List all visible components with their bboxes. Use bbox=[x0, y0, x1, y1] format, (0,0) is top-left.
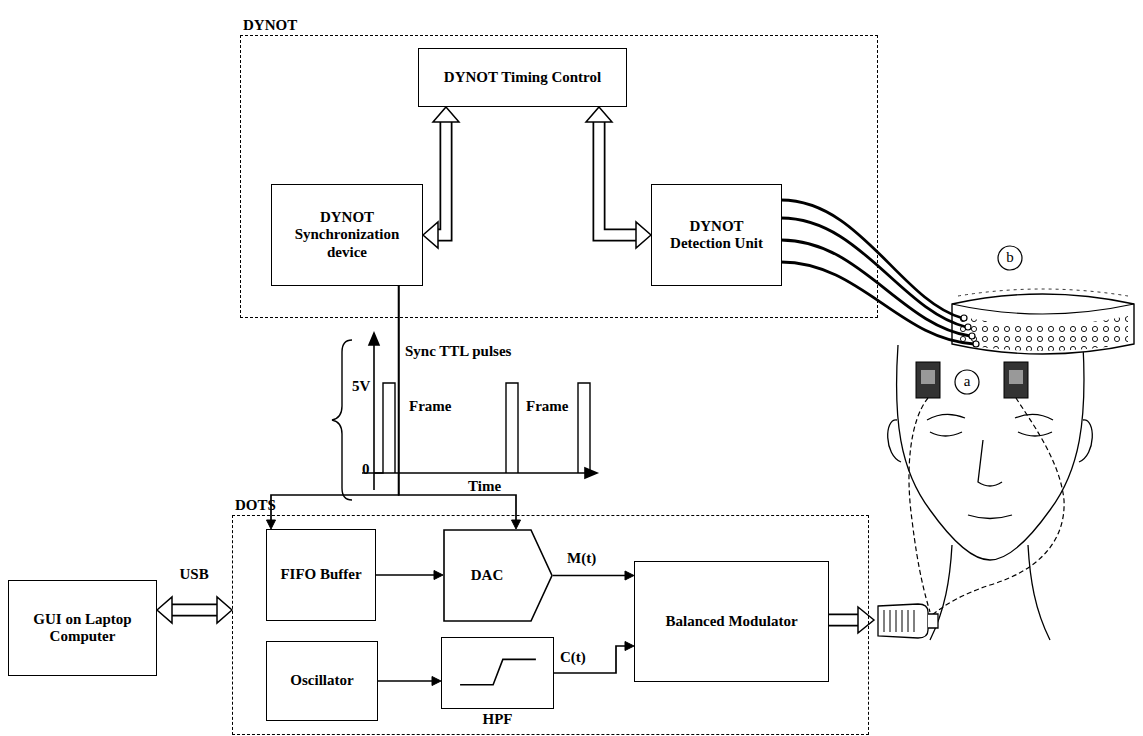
signal-arrow bbox=[378, 677, 441, 686]
box-label: FIFO Buffer bbox=[280, 566, 361, 583]
signal-name: C(t) bbox=[558, 649, 588, 666]
pulse-chart bbox=[332, 333, 597, 500]
callout-circle bbox=[998, 246, 1022, 270]
callout-letter: b bbox=[1006, 249, 1014, 266]
box-label: DYNOT Detection Unit bbox=[658, 218, 775, 253]
process-box: FIFO Buffer bbox=[266, 529, 376, 621]
axis-label: Time bbox=[468, 478, 501, 495]
box-label: Balanced Modulator bbox=[665, 613, 797, 630]
process-box: DYNOT Timing Control bbox=[418, 48, 627, 107]
signal-arrow bbox=[376, 571, 443, 580]
hollow-arrow bbox=[423, 107, 459, 248]
plug-connector bbox=[878, 604, 938, 638]
callout-circle bbox=[955, 370, 979, 394]
box-label: Oscillator bbox=[290, 672, 353, 689]
dac-block: DAC bbox=[443, 529, 553, 622]
signal-arrow bbox=[553, 571, 634, 580]
voltage-level: 0 bbox=[362, 461, 370, 478]
signal-arrow bbox=[554, 642, 634, 674]
signal-name: M(t) bbox=[565, 550, 598, 567]
optode-cap bbox=[952, 289, 1134, 354]
box-label: GUI on Laptop Computer bbox=[15, 611, 150, 646]
box-label: DYNOT Synchronization device bbox=[278, 209, 416, 261]
process-box: GUI on Laptop Computer bbox=[8, 580, 157, 676]
voltage-level: 5V bbox=[352, 378, 370, 395]
process-box: DYNOT Detection Unit bbox=[651, 184, 782, 286]
frame-label: Frame bbox=[526, 398, 568, 415]
process-box: Oscillator bbox=[266, 641, 378, 721]
dashed-group-box: DOTSFIFO BufferDACOscillatorHPFBalanced … bbox=[232, 515, 869, 735]
signal-arrow bbox=[267, 286, 399, 529]
box-label: DYNOT Timing Control bbox=[444, 69, 601, 86]
box-label: DAC bbox=[471, 567, 504, 584]
filter-box: HPF bbox=[441, 637, 554, 709]
hollow-arrow bbox=[586, 107, 651, 248]
dashed-group-box: DYNOTDYNOT Timing ControlDYNOT Synchroni… bbox=[240, 35, 878, 318]
callout-letter: a bbox=[964, 373, 971, 390]
process-box: Balanced Modulator bbox=[634, 561, 829, 682]
head-drawing bbox=[888, 345, 1093, 640]
process-box: DYNOT Synchronization device bbox=[271, 184, 423, 286]
hollow-arrow bbox=[157, 597, 232, 623]
group-title: DOTS bbox=[235, 497, 276, 514]
fiber-ends bbox=[961, 315, 979, 347]
frame-label: Frame bbox=[409, 398, 451, 415]
signal-name: Sync TTL pulses bbox=[405, 343, 511, 360]
box-label: HPF bbox=[442, 711, 553, 728]
electrode-pads bbox=[916, 362, 1028, 398]
signal-arrow bbox=[399, 286, 521, 529]
signal-name: USB bbox=[178, 566, 211, 583]
electrode-wires bbox=[909, 398, 1064, 615]
highpass-symbol bbox=[442, 638, 553, 708]
group-title: DYNOT bbox=[243, 17, 297, 34]
output-arrow bbox=[828, 607, 874, 633]
